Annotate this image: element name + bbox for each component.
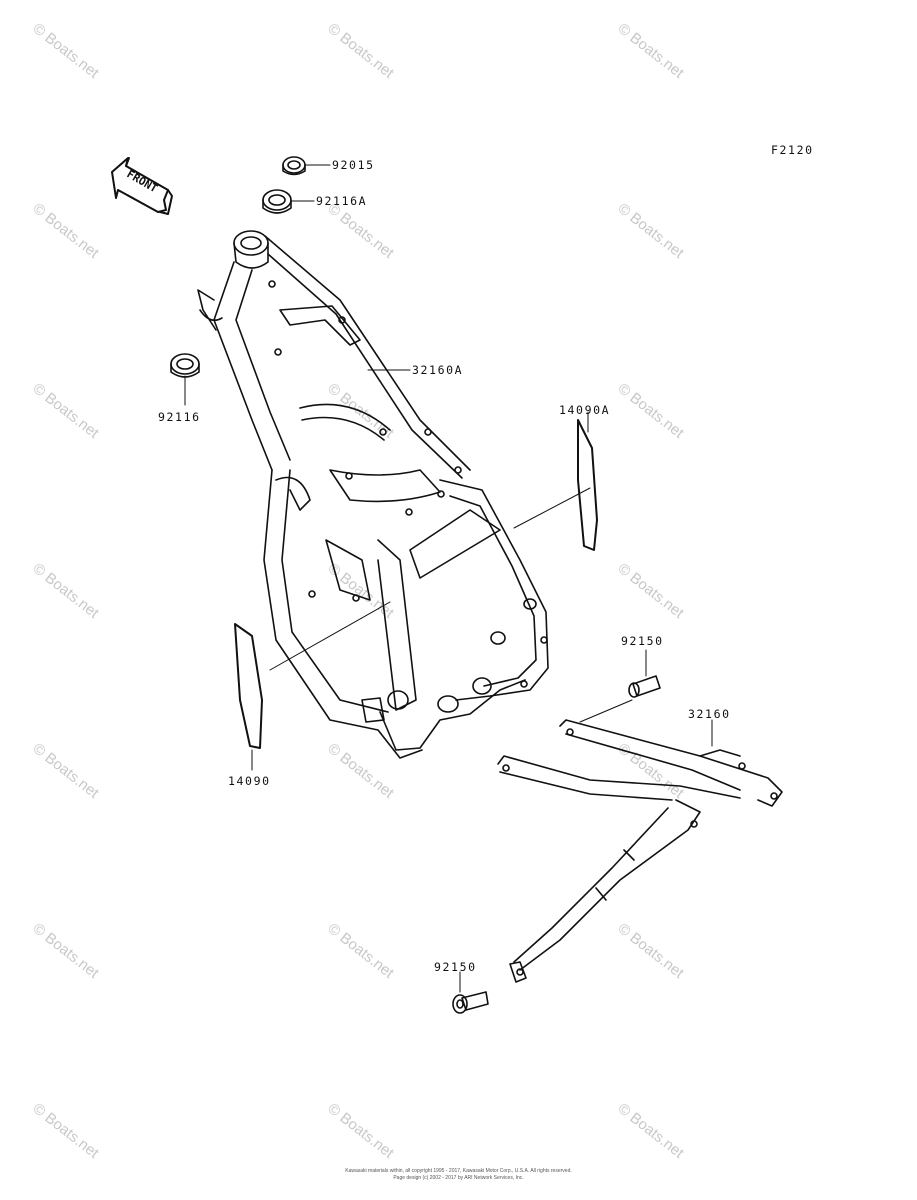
part-label-92150-bottom: 92150 <box>434 960 477 974</box>
copyright-line: Kawasaki materials within, all copyright… <box>345 1168 572 1174</box>
diagram-code: F2120 <box>771 143 814 157</box>
bolt-92150-bottom <box>452 991 489 1014</box>
sub-frame-32160 <box>497 719 783 983</box>
frame-guard-14090 <box>234 623 263 749</box>
part-label-14090A: 14090A <box>559 403 611 417</box>
leader-lines <box>184 164 713 993</box>
bolt-92150-top <box>628 675 661 698</box>
nut-92015 <box>282 156 306 176</box>
part-label-92015: 92015 <box>332 158 375 172</box>
page-design-credit: Page design (c) 2002 - 2017 by ARI Netwo… <box>393 1175 524 1181</box>
part-label-32160: 32160 <box>688 707 731 721</box>
part-label-32160A: 32160A <box>412 363 464 377</box>
seal-92116 <box>170 353 200 378</box>
seal-92116A <box>262 189 292 214</box>
front-arrow-icon: FRONT <box>111 157 173 215</box>
part-label-92116A: 92116A <box>316 194 368 208</box>
part-label-92116: 92116 <box>158 410 201 424</box>
part-label-14090: 14090 <box>228 774 271 788</box>
frame-guard-14090A <box>577 419 598 551</box>
main-frame-32160A <box>197 230 549 759</box>
part-label-92150-top: 92150 <box>621 634 664 648</box>
